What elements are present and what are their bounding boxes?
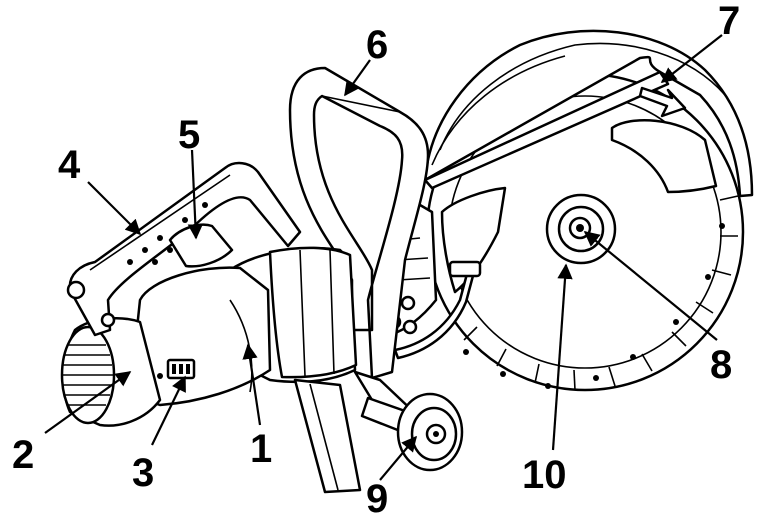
leader-10 xyxy=(551,263,573,451)
callout-2: 2 xyxy=(12,433,34,477)
callout-10: 10 xyxy=(522,453,567,497)
blade-segments xyxy=(463,195,739,391)
leader-7 xyxy=(660,34,723,83)
vent-grille xyxy=(63,344,113,406)
leader-6 xyxy=(344,59,371,97)
trigger xyxy=(168,223,234,268)
leader-2 xyxy=(44,371,132,434)
leader-5 xyxy=(187,149,204,240)
motor-housing xyxy=(128,246,358,407)
callout-8: 8 xyxy=(710,343,732,387)
callout-9: 9 xyxy=(366,477,388,521)
base-foot xyxy=(293,378,362,494)
callout-3: 3 xyxy=(132,451,154,495)
cart-wheel xyxy=(353,370,464,472)
callout-labels: 1 2 3 4 5 6 7 8 9 10 xyxy=(12,0,740,521)
leader-3 xyxy=(151,375,186,446)
handle-holes xyxy=(127,202,208,265)
leader-1 xyxy=(242,343,262,426)
leader-lines xyxy=(44,34,723,481)
motor-end-cap xyxy=(60,317,162,427)
callout-5: 5 xyxy=(178,113,200,157)
leader-4 xyxy=(87,181,142,236)
leader-9 xyxy=(379,435,417,481)
arbor-flange xyxy=(545,193,617,265)
callout-6: 6 xyxy=(366,23,388,67)
callout-4: 4 xyxy=(58,143,81,187)
leader-8 xyxy=(583,231,718,341)
callout-7: 7 xyxy=(718,0,740,43)
callout-1: 1 xyxy=(250,427,272,471)
rear-handle xyxy=(66,161,302,337)
